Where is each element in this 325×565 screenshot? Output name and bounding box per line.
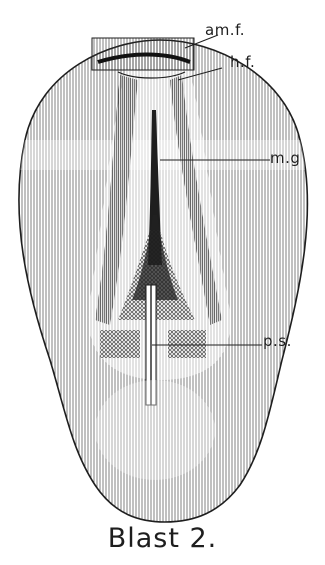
label-medullary-groove: m.g: [270, 151, 300, 166]
label-primitive-streak: p.s.: [263, 334, 292, 349]
left-mesoderm-block: [100, 330, 140, 358]
label-amnion-fold: am.f.: [205, 23, 245, 38]
right-mesoderm-block: [168, 330, 206, 358]
figure-caption: Blast 2.: [0, 525, 325, 552]
posterior-region: [95, 380, 215, 480]
label-head-fold: h.f.: [230, 55, 255, 70]
